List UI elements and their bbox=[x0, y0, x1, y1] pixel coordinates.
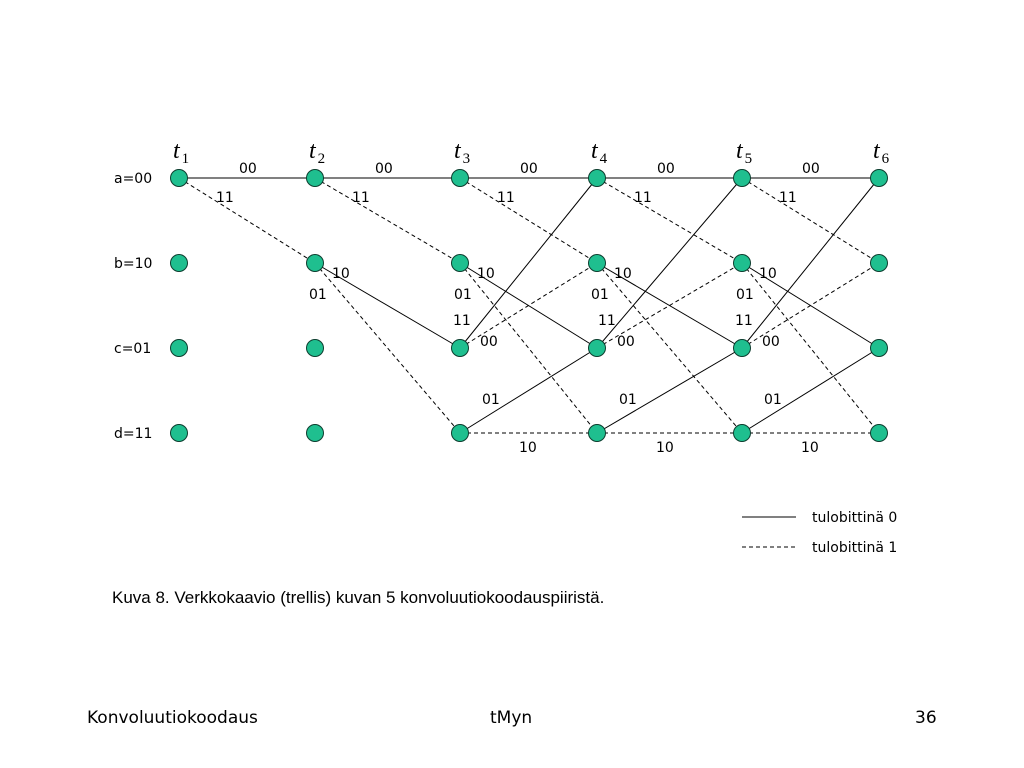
state-node-b-t4 bbox=[588, 254, 606, 272]
output-label-a-a-t4: 00 bbox=[657, 161, 675, 177]
output-label-b-c-t3: 10 bbox=[477, 266, 495, 282]
state-node-b-t3 bbox=[451, 254, 469, 272]
state-node-c-t6 bbox=[870, 339, 888, 357]
footer-title: Konvoluutiokoodaus bbox=[87, 708, 258, 728]
output-label-a-a-t5: 00 bbox=[802, 161, 820, 177]
state-label-a: a=00 bbox=[114, 171, 152, 187]
state-node-c-t5 bbox=[733, 339, 751, 357]
branch-a-b-t2 bbox=[314, 177, 461, 264]
branch-a-b-t1 bbox=[178, 177, 316, 264]
branch-d-c-t4 bbox=[596, 347, 743, 434]
legend: tulobittinä 0 tulobittinä 1 bbox=[742, 510, 897, 556]
state-node-c-t2 bbox=[306, 339, 324, 357]
state-node-b-t6 bbox=[870, 254, 888, 272]
figure-caption: Kuva 8. Verkkokaavio (trellis) kuvan 5 k… bbox=[112, 588, 605, 607]
state-node-d-t6 bbox=[870, 424, 888, 442]
output-label-b-d-t3: 01 bbox=[454, 287, 472, 303]
branch-b-d-t5 bbox=[741, 262, 880, 434]
output-label-c-a-t3: 11 bbox=[453, 313, 471, 329]
output-label-b-d-t5: 01 bbox=[736, 287, 754, 303]
state-node-d-t1 bbox=[170, 424, 188, 442]
output-label-a-b-t3: 11 bbox=[497, 190, 515, 206]
state-node-a-t2 bbox=[306, 169, 324, 187]
output-label-b-c-t5: 10 bbox=[759, 266, 777, 282]
branch-c-b-t3 bbox=[459, 262, 598, 349]
output-label-a-a-t1: 00 bbox=[239, 161, 257, 177]
output-label-b-c-t2: 10 bbox=[332, 266, 350, 282]
branch-c-a-t5 bbox=[741, 177, 880, 349]
trellis-diagram: 0011001110010011100111000110001110011100… bbox=[114, 138, 897, 556]
branch-d-c-t3 bbox=[459, 347, 598, 434]
output-label-c-b-t3: 00 bbox=[480, 334, 498, 350]
branch-b-d-t3 bbox=[459, 262, 598, 434]
state-node-c-t4 bbox=[588, 339, 606, 357]
legend-label-solid: tulobittinä 0 bbox=[812, 510, 897, 526]
output-label-d-c-t5: 01 bbox=[764, 392, 782, 408]
state-node-a-t6 bbox=[870, 169, 888, 187]
branch-b-d-t4 bbox=[596, 262, 743, 434]
output-label-a-b-t2: 11 bbox=[352, 190, 370, 206]
state-node-a-t4 bbox=[588, 169, 606, 187]
output-label-d-d-t5: 10 bbox=[801, 440, 819, 456]
output-label-c-b-t5: 00 bbox=[762, 334, 780, 350]
output-label-a-b-t5: 11 bbox=[779, 190, 797, 206]
state-node-a-t1 bbox=[170, 169, 188, 187]
state-node-a-t5 bbox=[733, 169, 751, 187]
state-label-b: b=10 bbox=[114, 256, 152, 272]
output-label-b-d-t2: 01 bbox=[309, 287, 327, 303]
state-node-c-t1 bbox=[170, 339, 188, 357]
branch-c-a-t4 bbox=[596, 177, 743, 349]
output-label-a-a-t2: 00 bbox=[375, 161, 393, 177]
footer-author: tMyn bbox=[490, 708, 533, 728]
state-node-b-t5 bbox=[733, 254, 751, 272]
branch-c-b-t5 bbox=[741, 262, 880, 349]
state-labels: a=00 b=10 c=01 d=11 bbox=[114, 171, 152, 442]
branch-a-b-t4 bbox=[596, 177, 743, 264]
branch-c-b-t4 bbox=[596, 262, 743, 349]
output-label-a-b-t1: 11 bbox=[216, 190, 234, 206]
trellis-output-labels: 0011001110010011100111000110001110011100… bbox=[216, 161, 820, 456]
trellis-edges bbox=[178, 177, 880, 434]
legend-label-dashed: tulobittinä 1 bbox=[812, 540, 897, 556]
branch-d-c-t5 bbox=[741, 347, 880, 434]
output-label-d-c-t3: 01 bbox=[482, 392, 500, 408]
state-node-d-t2 bbox=[306, 424, 324, 442]
output-label-c-a-t4: 11 bbox=[598, 313, 616, 329]
state-node-d-t5 bbox=[733, 424, 751, 442]
output-label-d-d-t3: 10 bbox=[519, 440, 537, 456]
output-label-b-c-t4: 10 bbox=[614, 266, 632, 282]
branch-b-c-t2 bbox=[314, 262, 461, 349]
state-node-c-t3 bbox=[451, 339, 469, 357]
state-node-d-t4 bbox=[588, 424, 606, 442]
output-label-b-d-t4: 01 bbox=[591, 287, 609, 303]
state-node-a-t3 bbox=[451, 169, 469, 187]
branch-c-a-t3 bbox=[459, 177, 598, 349]
output-label-c-b-t4: 00 bbox=[617, 334, 635, 350]
state-node-b-t1 bbox=[170, 254, 188, 272]
state-label-c: c=01 bbox=[114, 341, 151, 357]
output-label-c-a-t5: 11 bbox=[735, 313, 753, 329]
state-node-b-t2 bbox=[306, 254, 324, 272]
branch-a-b-t5 bbox=[741, 177, 880, 264]
branch-b-d-t2 bbox=[314, 262, 461, 434]
output-label-a-b-t4: 11 bbox=[634, 190, 652, 206]
output-label-d-d-t4: 10 bbox=[656, 440, 674, 456]
state-label-d: d=11 bbox=[114, 426, 152, 442]
output-label-a-a-t3: 00 bbox=[520, 161, 538, 177]
branch-a-b-t3 bbox=[459, 177, 598, 264]
output-label-d-c-t4: 01 bbox=[619, 392, 637, 408]
trellis-nodes bbox=[170, 169, 888, 442]
state-node-d-t3 bbox=[451, 424, 469, 442]
footer-page-number: 36 bbox=[915, 708, 937, 728]
